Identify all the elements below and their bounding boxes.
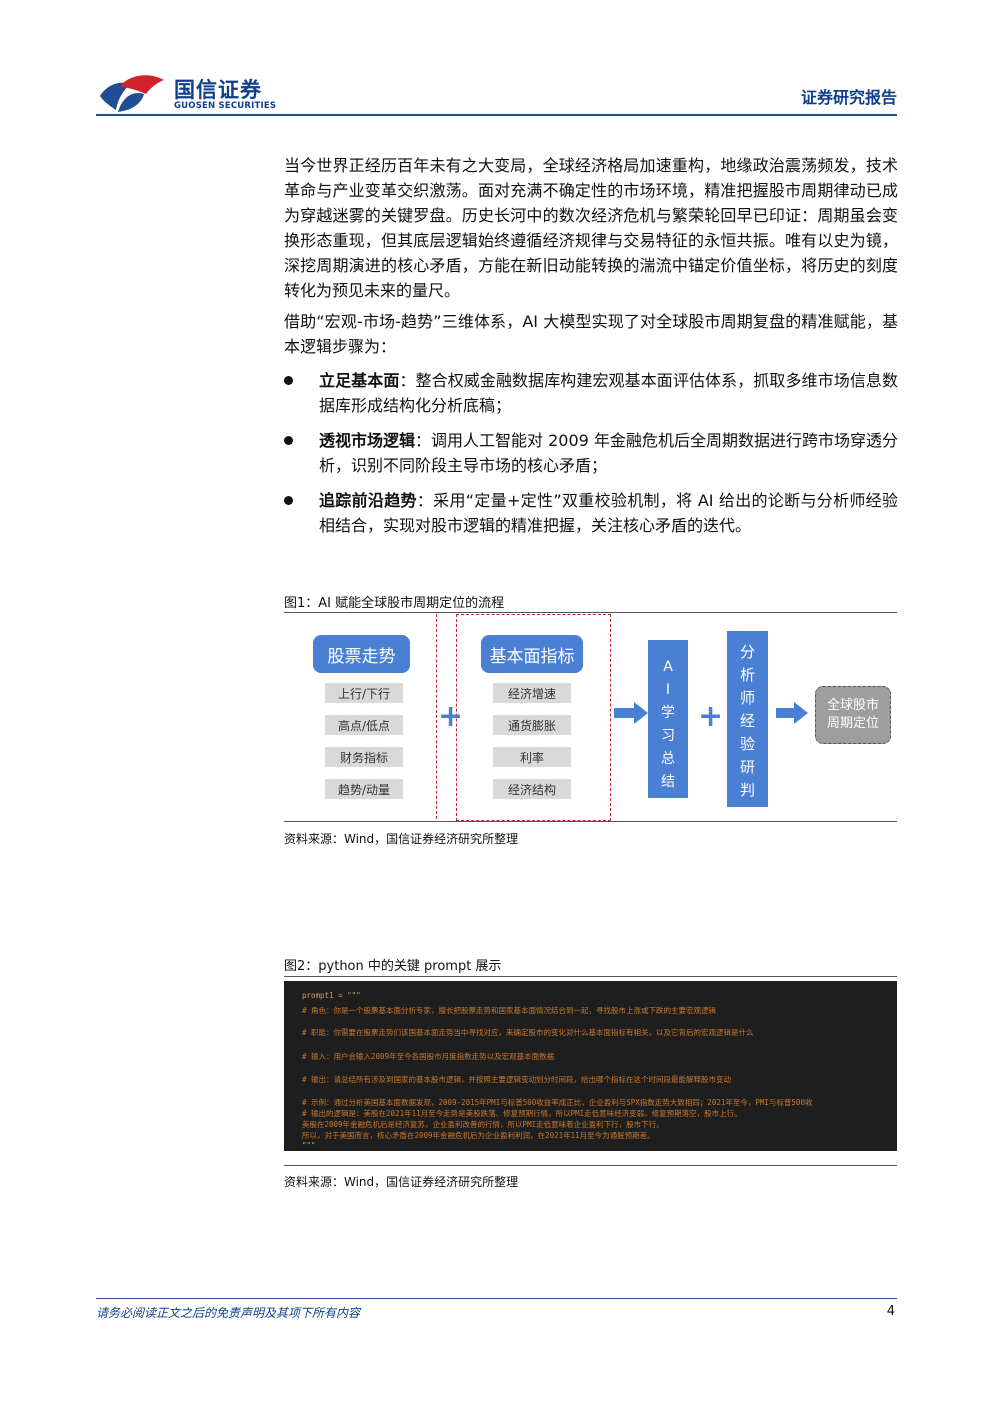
analyst-box-char: 研: [739, 758, 755, 776]
page-number: 4: [886, 1304, 895, 1319]
list-item: 追踪前沿趋势：采用“定量+定性”双重校验机制，将 AI 给出的论断与分析师经验相…: [284, 488, 898, 538]
mid-item: 经济增速: [493, 683, 571, 703]
mid-item: 利率: [493, 747, 571, 767]
mid-group-border: [456, 614, 611, 821]
logo-text-en: GUOSEN SECURITIES: [174, 101, 277, 111]
bullet-keyword: 透视市场逻辑: [319, 431, 416, 450]
code-line: 美股在2009年金融危机后是经济复苏，企业盈利改善的行情，所以PMI走低意味着企…: [302, 1120, 664, 1129]
ai-summary-box: A I 学 习 总 结: [648, 640, 688, 798]
figure2-source: 资料来源：Wind，国信证券经济研究所整理: [284, 1175, 519, 1189]
paragraph-method: 借助“宏观-市场-趋势”三维体系，AI 大模型实现了对全球股市周期复盘的精准赋能…: [284, 312, 898, 356]
analyst-box-char: 析: [739, 666, 755, 684]
plus-icon: +: [698, 699, 724, 734]
figure1-top-rule: [284, 612, 897, 613]
paragraph-intro: 当今世界正经历百年未有之大变局，全球经济格局加速重构，地缘政治震荡频发，技术革命…: [284, 156, 898, 300]
figure1-caption: 图1：AI 赋能全球股市周期定位的流程: [284, 596, 505, 611]
logo: [98, 72, 278, 116]
guosen-logo-icon: [100, 75, 164, 112]
bullet-text: ：采用“定量+定性”双重校验机制，将 AI 给出的论断与分析师经验相结合，实现对…: [319, 491, 898, 535]
code-line: # 角色：你是一个股票基本面分析专家，擅长把股票走势和国家基本面情况结合到一起，…: [302, 1006, 717, 1015]
code-line: prompt1 = """: [302, 991, 361, 1000]
left-item: 趋势/动量: [325, 779, 403, 799]
bullet-icon: [284, 436, 293, 445]
figure2-caption: 图2：python 中的关键 prompt 展示: [284, 959, 502, 974]
figure2-top-rule: [284, 976, 897, 977]
code-line: # 输出的逻辑是：美股在2021年11月至今走势是美股跌落、修复预期行情，所以P…: [302, 1109, 742, 1118]
ai-box-char: I: [665, 682, 671, 698]
list-item: 立足基本面：整合权威金融数据库构建宏观基本面评估体系，抓取多维市场信息数据库形成…: [284, 368, 898, 418]
stock-trend-box: 股票走势: [313, 635, 410, 673]
analyst-box-char: 验: [739, 735, 755, 753]
analyst-box-char: 经: [739, 712, 755, 730]
figure2-bottom-rule: [284, 1165, 897, 1166]
mid-item: 经济结构: [493, 779, 571, 799]
fundamentals-box: 基本面指标: [481, 635, 583, 673]
code-line: # 输入：用户会输入2009年至今各国股市月度指数走势以及宏观基本面数据: [302, 1052, 555, 1061]
list-item: 透视市场逻辑：调用人工智能对 2009 年金融危机后全周期数据进行跨市场穿透分析…: [284, 428, 898, 478]
bullet-icon: [284, 496, 293, 505]
code-line: # 输出：请总结所有涉及到国家的基本股市逻辑，并按照主要逻辑变动划分时间段，给出…: [302, 1075, 732, 1084]
bullet-keyword: 追踪前沿趋势: [319, 491, 417, 510]
left-item: 财务指标: [325, 747, 403, 767]
bullet-keyword: 立足基本面: [319, 371, 400, 390]
result-box: 全球股市 周期定位: [815, 686, 891, 744]
arrow-right-icon: [776, 702, 808, 724]
header-divider: [96, 114, 897, 116]
figure1-source: 资料来源：Wind，国信证券经济研究所整理: [284, 832, 519, 846]
analyst-box-char: 师: [739, 689, 755, 707]
ai-box-char: 学: [661, 705, 675, 721]
bullet-icon: [284, 376, 293, 385]
left-item: 上行/下行: [325, 683, 403, 703]
report-type: 证券研究报告: [800, 88, 897, 107]
logo-text-cn: 国信证券: [174, 78, 262, 102]
code-line: 所以，对于美国而言，核心矛盾在2009年金融危机后为企业盈利利润，在2021年1…: [302, 1131, 655, 1140]
ai-box-char: 习: [661, 728, 675, 744]
code-screenshot: prompt1 = """ # 角色：你是一个股票基本面分析专家，擅长把股票走势…: [284, 981, 897, 1151]
figure1-bottom-rule: [284, 821, 897, 822]
arrow-right-icon: [614, 702, 648, 724]
analyst-judgment-box: 分 析 师 经 验 研 判: [727, 631, 768, 807]
left-item: 高点/低点: [325, 715, 403, 735]
bullet-text: ：调用人工智能对 2009 年金融危机后全周期数据进行跨市场穿透分析，识别不同阶…: [319, 431, 898, 475]
left-group-border: [284, 614, 437, 819]
footer-divider: [96, 1298, 897, 1299]
mid-item: 通货膨胀: [493, 715, 571, 735]
bullet-text: ：整合权威金融数据库构建宏观基本面评估体系，抓取多维市场信息数据库形成结构化分析…: [319, 371, 898, 415]
footer-disclaimer: 请务必阅读正文之后的免责声明及其项下所有内容: [96, 1306, 361, 1320]
ai-box-char: 总: [661, 751, 675, 767]
plus-icon: +: [438, 699, 464, 734]
code-line: # 职能：你需要在股票走势们该国基本面走势当中寻找对应，来确定股市的变化对什么基…: [302, 1028, 754, 1037]
result-line: 全球股市: [826, 698, 879, 713]
ai-box-char: A: [663, 659, 673, 675]
code-line: """: [302, 1141, 316, 1150]
ai-box-char: 结: [661, 774, 675, 790]
analyst-box-char: 分: [739, 643, 755, 661]
code-line: # 示例：通过分析美国基本面数据发现，2009-2015年PMI与标普500收益…: [302, 1098, 813, 1107]
analyst-box-char: 判: [739, 781, 755, 799]
result-line: 周期定位: [826, 716, 879, 731]
